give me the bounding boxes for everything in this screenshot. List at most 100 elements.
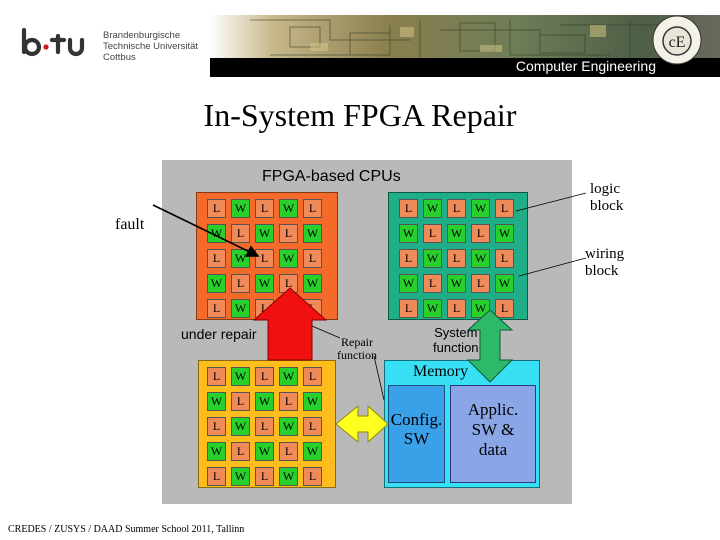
repair-logic-cell: L — [207, 467, 226, 486]
faulty-wiring-cell: W — [255, 274, 274, 293]
repair-logic-cell: L — [207, 417, 226, 436]
repair-wiring-cell: W — [231, 367, 250, 386]
university-name: Brandenburgische Technische Universität … — [103, 30, 198, 63]
ok-wiring-cell: W — [471, 299, 490, 318]
repair-wiring-cell: W — [207, 392, 226, 411]
ok-logic-cell: L — [423, 274, 442, 293]
university-logo — [18, 22, 198, 72]
repair-logic-cell: L — [303, 367, 322, 386]
fault-label: fault — [115, 216, 145, 233]
university-line-2: Technische Universität — [103, 41, 199, 52]
ok-logic-cell: L — [399, 249, 418, 268]
repair-logic-cell: L — [303, 467, 322, 486]
diagram-heading: FPGA-based CPUs — [262, 168, 401, 185]
ok-wiring-cell: W — [495, 274, 514, 293]
faulty-logic-cell: L — [255, 249, 274, 268]
repair-logic-cell: L — [231, 392, 250, 411]
repair-function-label: Repair function — [337, 336, 377, 362]
faulty-logic-cell: L — [279, 274, 298, 293]
seal-icon: cE — [652, 15, 702, 65]
config-link-arrow — [335, 404, 389, 444]
repair-logic-cell: L — [231, 442, 250, 461]
ok-wiring-cell: W — [399, 224, 418, 243]
wiring-block-line-2: block — [585, 263, 619, 279]
faulty-wiring-cell: W — [303, 224, 322, 243]
ok-wiring-cell: W — [423, 249, 442, 268]
ok-wiring-cell: W — [423, 299, 442, 318]
ok-logic-cell: L — [447, 299, 466, 318]
repair-wiring-cell: W — [255, 392, 274, 411]
repair-logic-cell: L — [207, 367, 226, 386]
university-line-3: Cottbus — [103, 52, 136, 63]
faulty-logic-cell: L — [279, 224, 298, 243]
repair-function-line-2: function — [337, 348, 377, 362]
repair-logic-cell: L — [303, 417, 322, 436]
repair-up-arrow — [252, 287, 328, 361]
logic-block-line-2: block — [590, 198, 624, 214]
applic-sw-label: Applic. SW & data — [450, 400, 536, 460]
ok-wiring-cell: W — [471, 199, 490, 218]
faulty-logic-cell: L — [303, 199, 322, 218]
ok-logic-cell: L — [399, 199, 418, 218]
wiring-block-line-1: wiring — [585, 246, 625, 262]
repair-wiring-cell: W — [279, 367, 298, 386]
repair-wiring-cell: W — [279, 467, 298, 486]
config-sw-label: Config. SW — [388, 410, 445, 448]
repair-wiring-cell: W — [303, 392, 322, 411]
applic-line-2: SW & — [471, 420, 515, 439]
ok-wiring-cell: W — [471, 249, 490, 268]
repair-function-pointer — [311, 325, 341, 339]
applic-line-1: Applic. — [467, 400, 519, 419]
ok-logic-cell: L — [495, 249, 514, 268]
repair-logic-cell: L — [255, 417, 274, 436]
ok-logic-cell: L — [447, 199, 466, 218]
ok-wiring-cell: W — [399, 274, 418, 293]
ok-logic-cell: L — [447, 249, 466, 268]
wiring-block-label: wiring block — [585, 246, 624, 280]
config-line-1: Config. — [390, 410, 443, 429]
ok-logic-cell: L — [399, 299, 418, 318]
repair-logic-cell: L — [279, 442, 298, 461]
faulty-wiring-cell: W — [303, 274, 322, 293]
ok-wiring-cell: W — [495, 224, 514, 243]
repair-logic-cell: L — [255, 367, 274, 386]
repair-logic-cell: L — [255, 467, 274, 486]
config-line-2: SW — [403, 429, 430, 448]
faulty-wiring-cell: W — [207, 274, 226, 293]
banner-label: Computer Engineering — [515, 58, 656, 74]
chip-die-image: cE — [210, 15, 720, 77]
faulty-logic-cell: L — [303, 249, 322, 268]
faulty-wiring-cell: W — [279, 199, 298, 218]
btu-logo-mark — [21, 27, 85, 57]
config-sw-block — [388, 385, 445, 483]
system-function-arrow — [466, 309, 514, 383]
ok-logic-cell: L — [495, 199, 514, 218]
applic-line-3: data — [478, 440, 508, 459]
svg-text:cE: cE — [669, 34, 686, 51]
repair-to-config-pointer — [373, 355, 385, 401]
ok-logic-cell: L — [495, 299, 514, 318]
repair-wiring-cell: W — [207, 442, 226, 461]
logic-block-line-1: logic — [590, 181, 620, 197]
ok-logic-cell: L — [423, 224, 442, 243]
applic-sw-block — [450, 385, 536, 483]
repair-wiring-cell: W — [255, 442, 274, 461]
system-function-line-1: System — [434, 325, 478, 340]
memory-label: Memory — [413, 363, 469, 380]
system-function-label: System function — [433, 325, 479, 355]
system-function-line-2: function — [433, 340, 479, 355]
faulty-wiring-cell: W — [231, 299, 250, 318]
repair-function-line-1: Repair — [341, 335, 373, 349]
university-line-1: Brandenburgische — [103, 30, 181, 41]
logic-block-label: logic block — [590, 181, 623, 215]
repair-wiring-cell: W — [231, 467, 250, 486]
header-banner: cE — [210, 15, 720, 77]
repair-wiring-cell: W — [303, 442, 322, 461]
ok-logic-cell: L — [471, 224, 490, 243]
repair-logic-cell: L — [279, 392, 298, 411]
repair-wiring-cell: W — [279, 417, 298, 436]
repair-wiring-cell: W — [231, 417, 250, 436]
